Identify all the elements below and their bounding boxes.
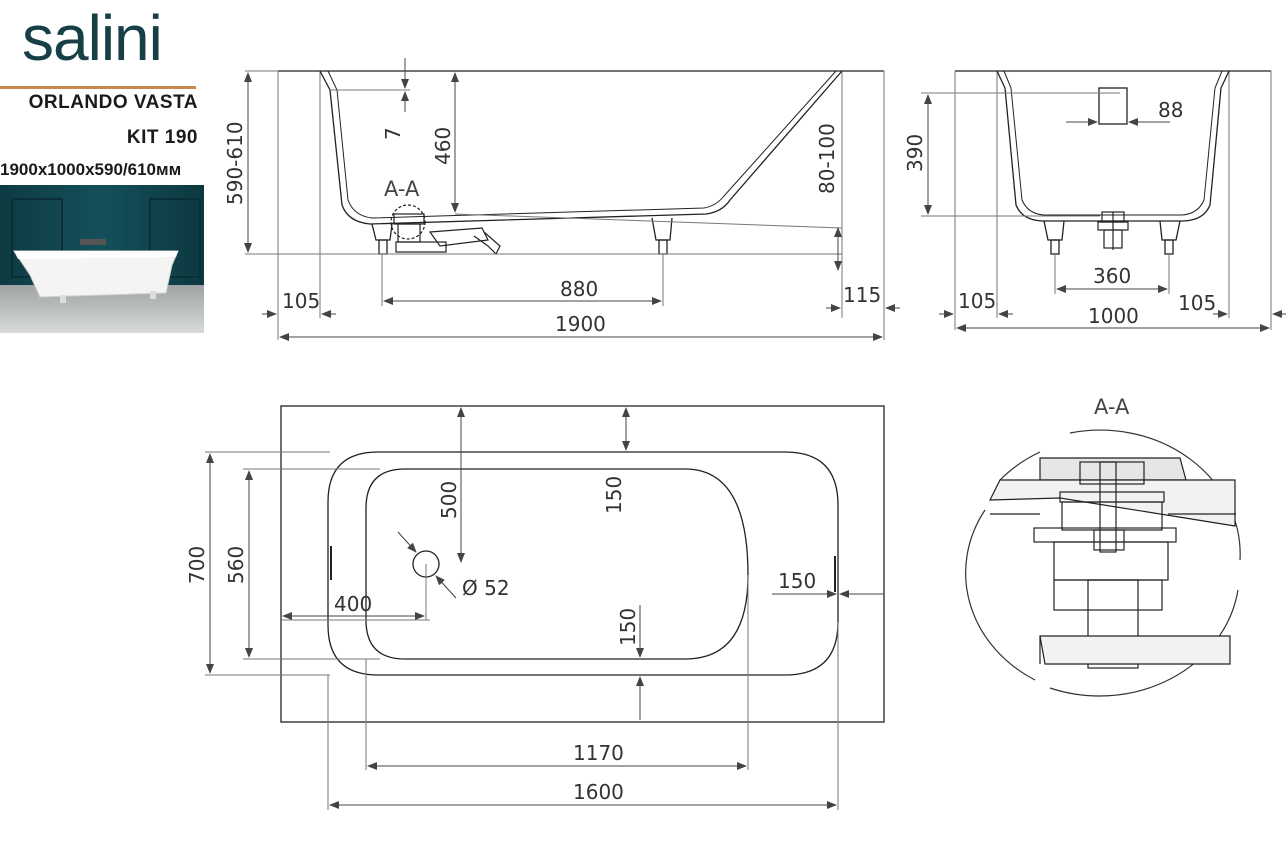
side-tub-body <box>319 70 843 225</box>
label-inner-width: 560 <box>224 546 248 584</box>
label-end-offset-left: 105 <box>958 289 996 313</box>
product-photo <box>0 185 204 333</box>
label-drain-from-top: 500 <box>437 481 461 519</box>
product-kit: KIT 190 <box>126 127 198 148</box>
accent-divider <box>0 86 196 89</box>
top-basin-outline <box>365 468 749 660</box>
label-outer-length: 1600 <box>573 780 624 804</box>
label-legs-adjust: 80-100 <box>815 123 839 194</box>
top-view-dimensions <box>206 407 884 809</box>
end-view-labels: 390 88 360 105 105 1000 <box>903 98 1216 328</box>
label-end-offset-right: 105 <box>1178 291 1216 315</box>
label-inner-length: 1170 <box>573 741 624 765</box>
top-outer-frame <box>280 405 885 723</box>
top-view <box>205 405 885 810</box>
label-end-leg-spacing: 360 <box>1093 264 1131 288</box>
label-rim: 7 <box>381 127 405 140</box>
label-outer-width: 700 <box>185 546 209 584</box>
label-inner-depth: 460 <box>431 127 455 165</box>
top-view-labels: 700 560 500 150 150 150 400 Ø 52 1170 16… <box>185 476 816 804</box>
product-model: ORLANDO VASTA <box>28 92 198 113</box>
label-drain-diameter: Ø 52 <box>462 576 510 600</box>
top-tub-outline <box>327 451 839 676</box>
label-detail-section: A-A <box>1094 395 1130 419</box>
label-bottom-margin: 150 <box>616 608 640 646</box>
label-height: 590-610 <box>223 121 247 205</box>
brand-header: salini ORLANDO VASTA KIT 190 1900x1000x5… <box>0 0 205 335</box>
end-view-dimensions <box>924 94 1286 332</box>
label-section: A-A <box>384 177 420 201</box>
label-drain-from-left: 400 <box>334 592 372 616</box>
label-drain-width: 88 <box>1158 98 1183 122</box>
label-top-margin: 150 <box>602 476 626 514</box>
label-offset-right: 115 <box>843 283 881 307</box>
detail-view <box>965 429 1241 697</box>
side-drain-assembly <box>390 204 501 256</box>
end-view <box>921 70 1272 330</box>
label-end-depth: 390 <box>903 134 927 172</box>
label-leg-spacing: 880 <box>560 277 598 301</box>
label-length: 1900 <box>555 312 606 336</box>
label-width: 1000 <box>1088 304 1139 328</box>
label-right-margin: 150 <box>778 569 816 593</box>
side-view-labels: 590-610 7 460 A-A 80-100 880 105 115 190… <box>223 121 881 336</box>
product-dimensions: 1900x1000x590/610мм <box>0 160 182 179</box>
brand-logo: salini <box>22 2 163 74</box>
side-view <box>245 70 885 340</box>
end-drain-assembly <box>1097 211 1129 250</box>
label-offset-left: 105 <box>282 289 320 313</box>
side-view-dimensions <box>244 58 900 341</box>
